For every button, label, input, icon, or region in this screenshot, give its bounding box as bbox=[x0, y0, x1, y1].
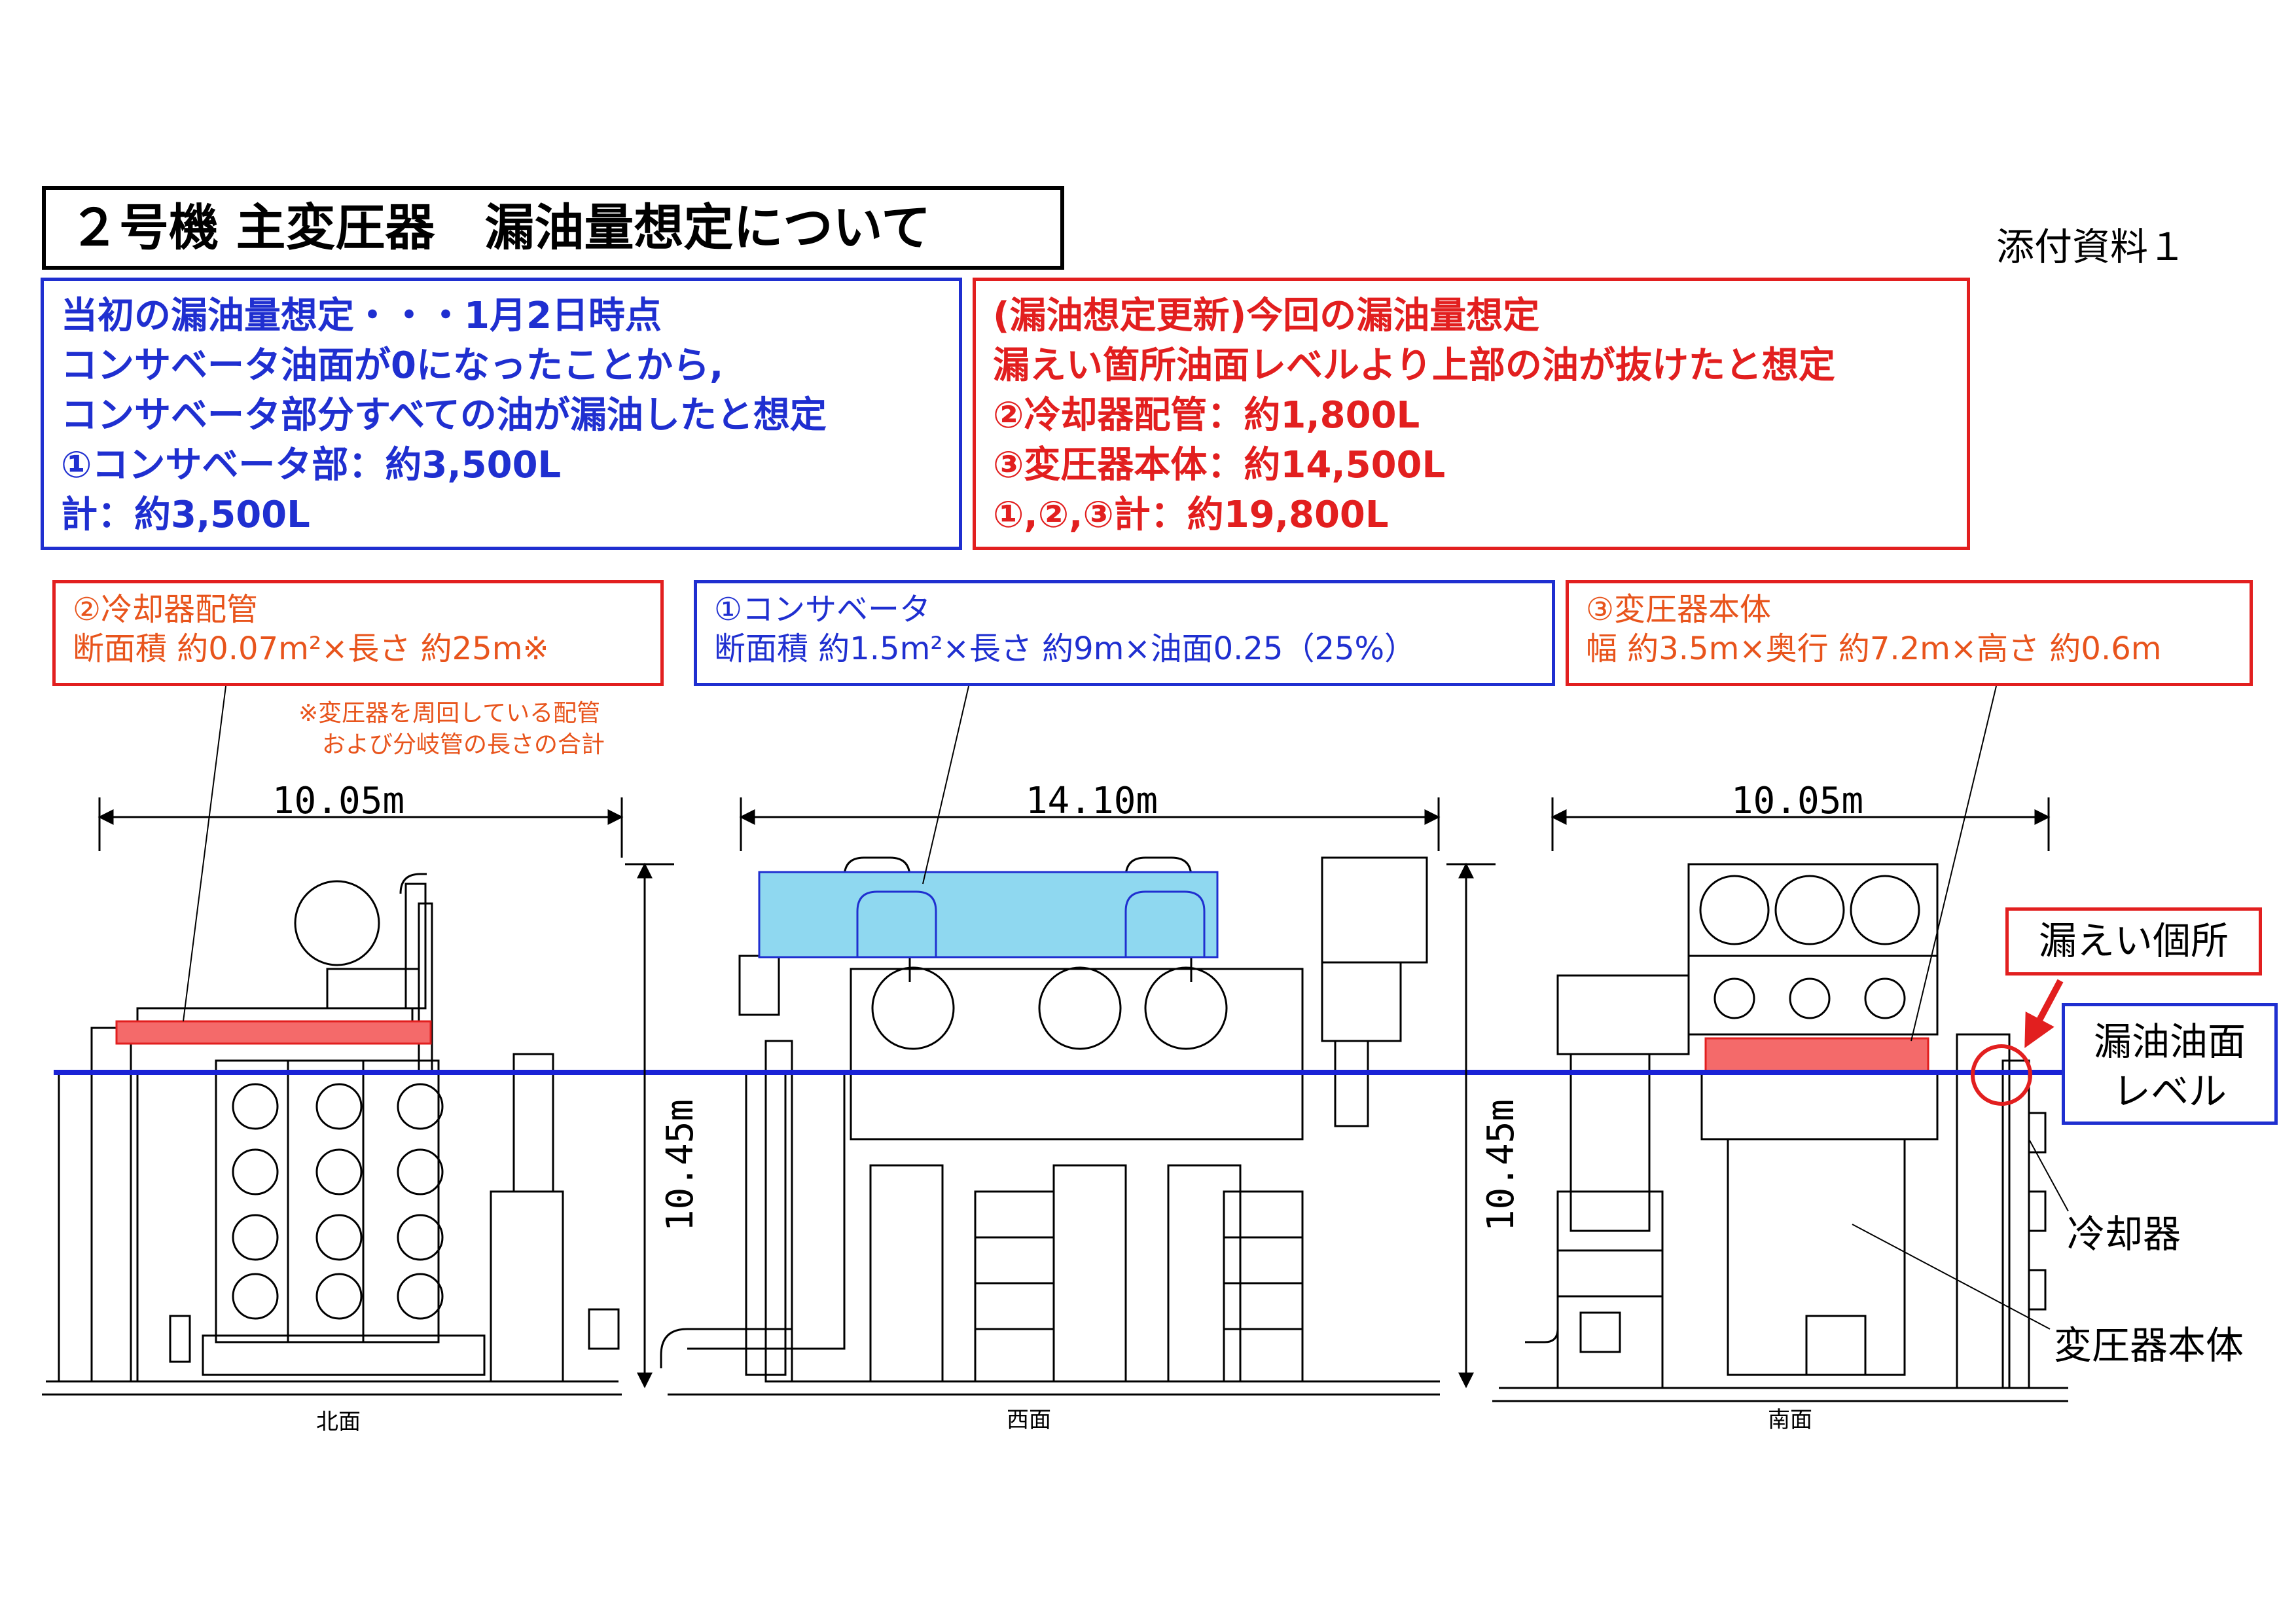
oil-level-line: 漏油油面 bbox=[2093, 1019, 2246, 1064]
cooler-pipe-note-line: ※変圧器を周回している配管 bbox=[298, 700, 601, 727]
north-width-dimension: 10.05m bbox=[272, 780, 404, 822]
transformer-body-formula: 幅 約3.5m×奥行 約7.2m×高さ 約0.6m bbox=[1586, 630, 2162, 667]
conservator-formula: 断面積 約1.5m²×長さ 約9m×油面0.25（25%） bbox=[714, 630, 1416, 667]
conservator-title: ①コンサベータ bbox=[714, 591, 931, 628]
leak-point-arrow bbox=[2024, 979, 2064, 1048]
updated-estimate-line: ③変圧器本体：約14,500L bbox=[993, 444, 1446, 486]
west-face-elevation bbox=[660, 856, 1440, 1396]
initial-estimate-box: 当初の漏油量想定・・・1月2日時点 コンサベータ油面が0になったことから, コン… bbox=[41, 278, 962, 550]
cooler-pipe-title: ②冷却器配管 bbox=[73, 591, 259, 628]
cooler-pipe-formula: 断面積 約0.07m²×長さ 約25m※ bbox=[73, 630, 549, 667]
updated-estimate-line: ②冷却器配管：約1,800L bbox=[993, 394, 1420, 437]
north-face-label: 北面 bbox=[316, 1409, 361, 1435]
initial-estimate-line: ①コンサベータ部：約3,500L bbox=[61, 444, 562, 486]
initial-estimate-line: コンサベータ部分すべての油が漏油したと想定 bbox=[61, 394, 827, 437]
transformer-body-label: ③変圧器本体 幅 約3.5m×奥行 約7.2m×高さ 約0.6m bbox=[1566, 580, 2253, 686]
updated-estimate-line: 漏えい箇所油面レベルより上部の油が抜けたと想定 bbox=[993, 344, 1835, 387]
south-width-dimension: 10.05m bbox=[1731, 780, 1863, 822]
leak-point-callout: 漏えい個所 bbox=[2005, 907, 2262, 976]
west-face-label: 西面 bbox=[1007, 1407, 1051, 1433]
north-height-dimension: 10.45m bbox=[659, 1099, 702, 1231]
transformer-body-callout: 変圧器本体 bbox=[2054, 1323, 2244, 1368]
south-face-label: 南面 bbox=[1768, 1407, 1812, 1433]
updated-estimate-box: (漏油想定更新)今回の漏油量想定 漏えい箇所油面レベルより上部の油が抜けたと想定… bbox=[973, 278, 1970, 550]
west-width-dimension: 14.10m bbox=[1026, 780, 1158, 822]
initial-estimate-line: コンサベータ油面が0になったことから, bbox=[61, 344, 724, 387]
updated-estimate-line: (漏油想定更新)今回の漏油量想定 bbox=[993, 295, 1540, 337]
north-face-elevation bbox=[42, 873, 622, 1396]
cooler-label: 冷却器 bbox=[2067, 1212, 2181, 1256]
oil-level-line: レベル bbox=[2112, 1069, 2227, 1114]
initial-estimate-line: 当初の漏油量想定・・・1月2日時点 bbox=[61, 295, 662, 337]
updated-estimate-line: ①,②,③計：約19,800L bbox=[993, 494, 1389, 536]
south-face-elevation bbox=[1492, 863, 2068, 1402]
leak-point-marker bbox=[1971, 1044, 2032, 1106]
conservator-highlight bbox=[758, 871, 1219, 958]
transformer-body-highlight bbox=[1704, 1037, 1929, 1074]
cooler-pipe-note: ※変圧器を周回している配管 および分岐管の長さの合計 bbox=[298, 698, 605, 761]
leader-lines bbox=[183, 685, 2069, 1330]
initial-estimate-line: 計：約3,500L bbox=[61, 494, 310, 536]
transformer-body-title: ③変圧器本体 bbox=[1586, 591, 1772, 628]
conservator-label: ①コンサベータ 断面積 約1.5m²×長さ 約9m×油面0.25（25%） bbox=[694, 580, 1555, 686]
conservator-pipework bbox=[856, 890, 1206, 957]
oil-level-callout: 漏油油面 レベル bbox=[2062, 1003, 2278, 1125]
attachment-label: 添付資料１ bbox=[1996, 225, 2187, 269]
cooler-pipe-highlight bbox=[115, 1020, 432, 1045]
cooler-pipe-label: ②冷却器配管 断面積 約0.07m²×長さ 約25m※ bbox=[52, 580, 664, 686]
south-height-dimension: 10.45m bbox=[1480, 1099, 1522, 1231]
cooler-pipe-note-line: および分岐管の長さの合計 bbox=[322, 731, 605, 758]
dimension-lines bbox=[98, 797, 2051, 1389]
page-title: ２号機 主変圧器 漏油量想定について bbox=[42, 186, 1064, 270]
